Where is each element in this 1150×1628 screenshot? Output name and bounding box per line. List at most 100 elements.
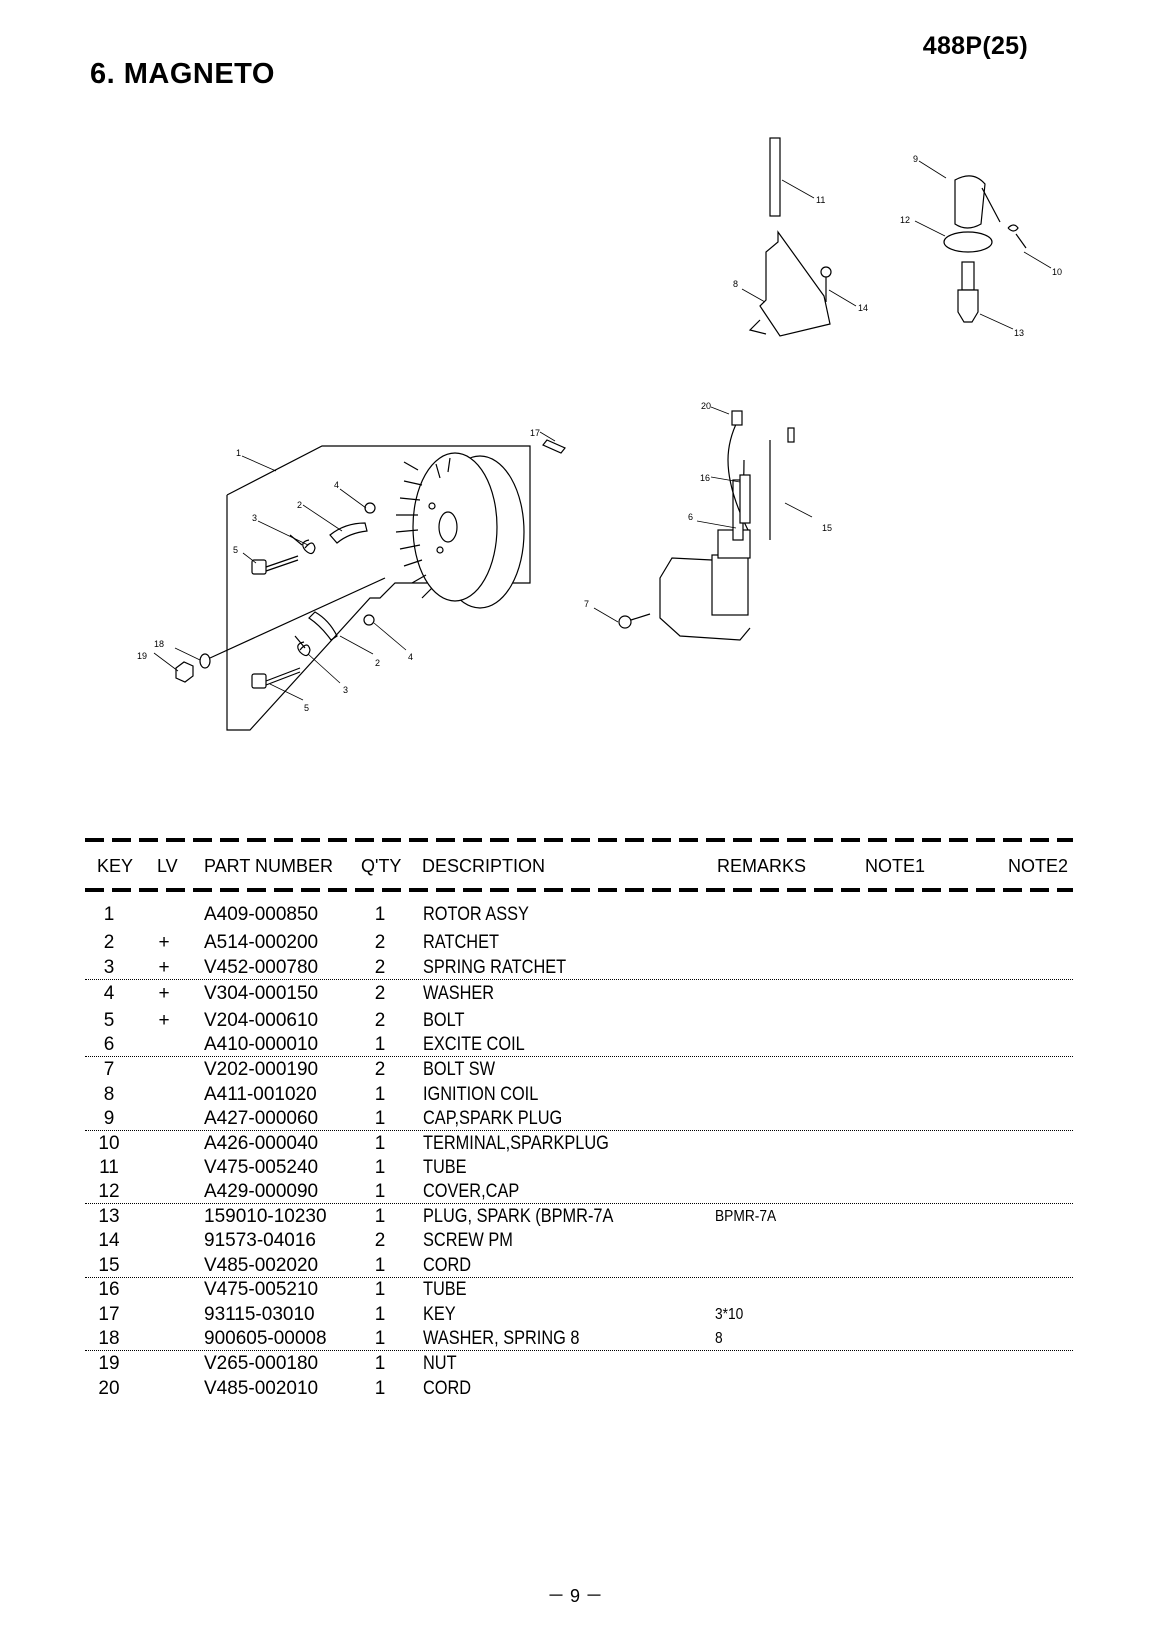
terminal-15 [787, 427, 795, 443]
cell-key: 8 [103, 1084, 115, 1105]
cell-key: 15 [98, 1255, 120, 1276]
spark-plug [957, 261, 979, 323]
cell-pn: V304-000150 [204, 983, 319, 1004]
nut [175, 661, 194, 683]
cell-qty: 1 [374, 1108, 386, 1129]
callout-label: 4 [334, 480, 339, 490]
cell-qty: 1 [374, 1084, 386, 1105]
callout-label: 17 [530, 428, 540, 438]
callout-label: 10 [1052, 267, 1062, 277]
cell-pn: V475-005240 [204, 1157, 319, 1178]
excite-coil [659, 440, 771, 641]
cell-key: 2 [103, 932, 115, 953]
bolt-lower [251, 667, 301, 689]
cell-qty: 1 [374, 1206, 386, 1227]
cell-desc: RATCHET [423, 932, 499, 953]
callout-label: 2 [297, 500, 302, 510]
cell-desc: EXCITE COIL [423, 1034, 525, 1055]
cell-qty: 1 [374, 1157, 386, 1178]
cell-key: 14 [98, 1230, 120, 1251]
cell-key: 19 [98, 1353, 120, 1374]
cell-pn: 900605-00008 [204, 1328, 327, 1349]
cell-pn: A429-000090 [204, 1181, 319, 1202]
callout-label: 4 [408, 652, 413, 662]
callout-label: 7 [584, 599, 589, 609]
callout-label: 6 [688, 512, 693, 522]
callout-label: 15 [822, 523, 832, 533]
callout-label: 5 [233, 545, 238, 555]
cell-lv: + [158, 932, 170, 953]
callout-label: 16 [700, 473, 710, 483]
cell-qty: 2 [374, 1230, 386, 1251]
cell-pn: A514-000200 [204, 932, 319, 953]
cell-lv: + [158, 957, 170, 978]
cell-desc: CAP,SPARK PLUG [423, 1108, 563, 1129]
page-number: － 9 － [546, 1586, 603, 1606]
tube-upper [769, 137, 781, 217]
col-header-part-number: PART NUMBER [204, 856, 334, 876]
cell-desc: TUBE [423, 1157, 467, 1178]
cell-qty: 1 [374, 1328, 386, 1349]
cell-qty: 1 [374, 1133, 386, 1154]
table-top-rule [85, 838, 1073, 842]
cell-pn: 93115-03010 [204, 1304, 315, 1325]
cell-pn: 159010-10230 [204, 1206, 327, 1227]
cell-desc: COVER,CAP [423, 1181, 520, 1202]
cell-desc: SPRING RATCHET [423, 957, 567, 978]
cell-pn: V204-000610 [204, 1010, 319, 1031]
cell-key: 1 [103, 904, 115, 925]
cell-pn: V202-000190 [204, 1059, 319, 1080]
exploded-parts-diagram: 1 2 3 4 5 2 3 4 5 6 7 8 9 10 11 12 13 14… [137, 137, 1062, 731]
cell-key: 11 [99, 1157, 119, 1178]
rotor-assy-frame [226, 445, 531, 731]
callout-label: 9 [913, 154, 918, 164]
cell-pn: 91573-04016 [204, 1230, 316, 1251]
table-header-rule [85, 888, 1073, 892]
cell-desc: BOLT [423, 1010, 465, 1031]
cell-key: 16 [98, 1279, 120, 1300]
cell-desc: BOLT SW [423, 1059, 496, 1080]
callout-label: 3 [252, 513, 257, 523]
cell-pn: A427-000060 [204, 1108, 319, 1129]
cell-pn: V485-002010 [204, 1378, 319, 1399]
cell-qty: 2 [374, 1010, 386, 1031]
ratchet-upper [329, 522, 368, 544]
cell-qty: 1 [374, 1378, 386, 1399]
cell-desc: CORD [423, 1255, 472, 1276]
cell-qty: 1 [374, 1255, 386, 1276]
cover-cap [943, 231, 993, 253]
callout-label: 5 [304, 703, 309, 713]
cell-qty: 1 [374, 1034, 386, 1055]
cell-key: 4 [103, 983, 115, 1004]
cell-qty: 2 [374, 983, 386, 1004]
terminal-spark [1007, 224, 1027, 249]
bolt-sw [618, 613, 651, 629]
cell-key: 13 [98, 1206, 120, 1227]
cell-key: 3 [103, 957, 115, 978]
cell-key: 7 [103, 1059, 115, 1080]
cell-key: 6 [103, 1034, 115, 1055]
cell-qty: 1 [374, 904, 386, 925]
callout-label: 13 [1014, 328, 1024, 338]
cell-key: 17 [98, 1304, 120, 1325]
cell-desc: PLUG, SPARK (BPMR-7A [423, 1206, 614, 1227]
cell-qty: 2 [374, 957, 386, 978]
cell-pn: V452-000780 [204, 957, 319, 978]
cell-lv: + [158, 1010, 170, 1031]
washer-lower [363, 614, 375, 626]
cell-key: 20 [98, 1378, 120, 1399]
col-header-qty: Q'TY [361, 856, 402, 876]
callout-label: 12 [900, 215, 910, 225]
flywheel-rotor [395, 452, 525, 609]
